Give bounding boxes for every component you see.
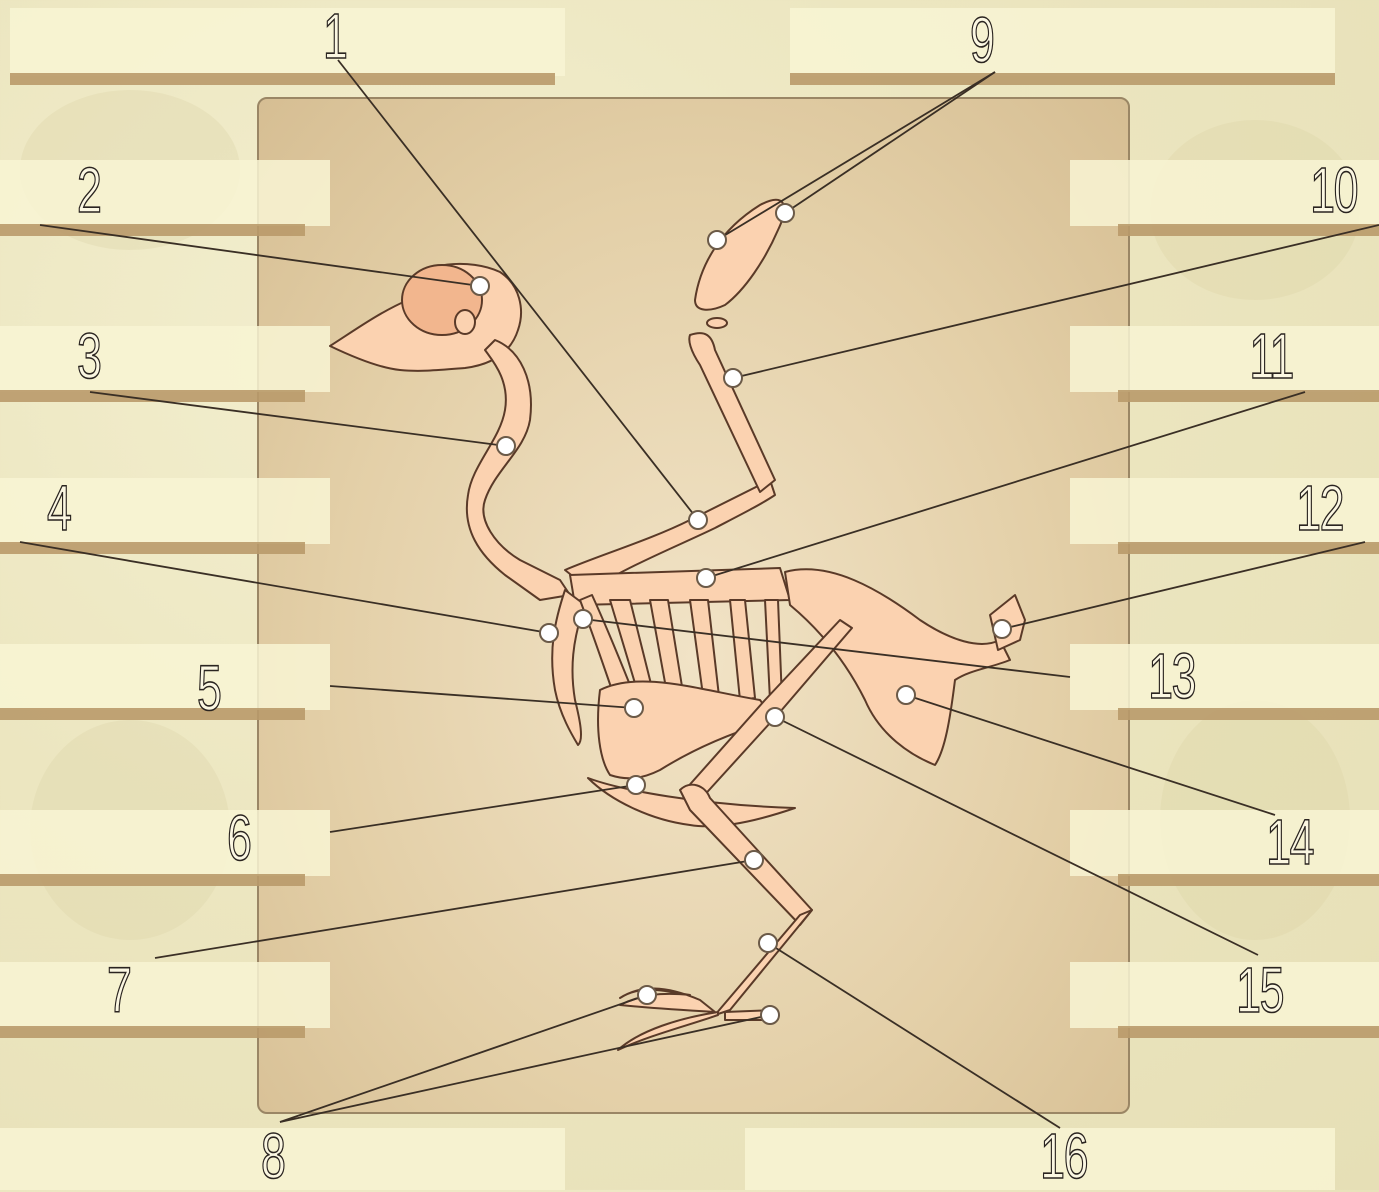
leader-line-14 — [906, 695, 1275, 815]
label-7: 7 — [107, 958, 131, 1022]
leader-line-2 — [40, 225, 480, 286]
spine — [570, 568, 790, 605]
leader-line-9b — [785, 72, 995, 213]
pin-marker-icon — [540, 624, 558, 642]
pin-marker-icon — [993, 620, 1011, 638]
pin-marker-icon — [625, 699, 643, 717]
pin-marker-icon — [766, 708, 784, 726]
wing-digit — [707, 318, 727, 328]
leader-line-5 — [330, 686, 634, 708]
skeleton — [330, 200, 1025, 1050]
label-9: 9 — [970, 8, 994, 72]
pin-marker-icon — [897, 686, 915, 704]
label-6: 6 — [227, 806, 251, 870]
label-16: 16 — [1040, 1124, 1087, 1188]
label-15: 15 — [1236, 958, 1283, 1022]
eye-socket — [455, 310, 475, 334]
leader-line-11 — [706, 392, 1305, 578]
leader-line-8a — [280, 995, 647, 1122]
label-1: 1 — [323, 4, 347, 68]
pin-marker-icon — [745, 851, 763, 869]
pin-marker-icon — [638, 986, 656, 1004]
leader-line-12 — [1002, 542, 1365, 629]
leader-line-6 — [330, 785, 636, 832]
neck-vertebrae — [467, 340, 570, 600]
pin-marker-icon — [697, 569, 715, 587]
leader-line-7 — [155, 860, 754, 958]
label-10: 10 — [1310, 158, 1357, 222]
leader-line-3 — [90, 392, 506, 446]
label-11: 11 — [1249, 324, 1293, 388]
label-3: 3 — [77, 324, 101, 388]
label-8: 8 — [261, 1124, 285, 1188]
wing-hand — [695, 200, 784, 310]
leader-line-8b — [280, 1015, 770, 1122]
pin-marker-icon — [497, 437, 515, 455]
pin-marker-icon — [761, 1006, 779, 1024]
pin-marker-icon — [724, 369, 742, 387]
label-2: 2 — [77, 158, 101, 222]
pin-marker-icon — [776, 204, 794, 222]
pin-marker-icon — [689, 511, 707, 529]
label-5: 5 — [197, 656, 221, 720]
leader-line-1 — [338, 60, 698, 520]
wing-ulna — [689, 333, 775, 492]
leader-line-15 — [775, 717, 1258, 955]
leader-line-4 — [20, 542, 549, 633]
leader-line-16 — [768, 943, 1060, 1128]
label-13: 13 — [1148, 644, 1195, 708]
label-12: 12 — [1296, 476, 1343, 540]
pin-marker-icon — [759, 934, 777, 952]
pin-marker-icon — [627, 776, 645, 794]
label-14: 14 — [1266, 810, 1313, 874]
pin-marker-icon — [471, 277, 489, 295]
leader-line-9a — [717, 72, 995, 240]
pin-marker-icon — [574, 610, 592, 628]
label-4: 4 — [47, 476, 71, 540]
pin-marker-icon — [708, 231, 726, 249]
